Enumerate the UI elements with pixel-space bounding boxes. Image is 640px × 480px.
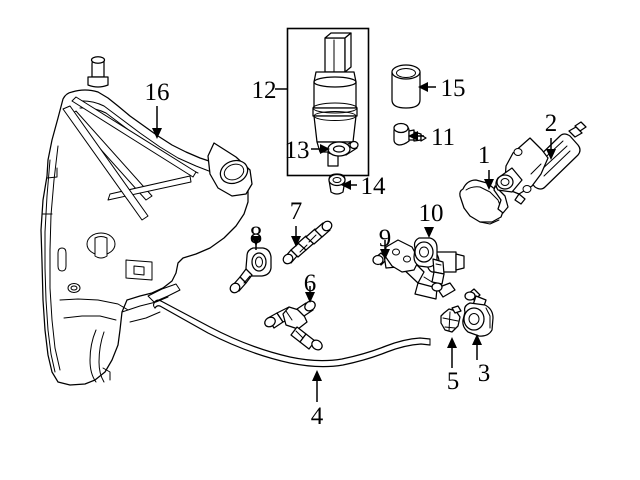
callout-label-7: 7 — [290, 198, 303, 225]
callout-2-leader — [546, 138, 556, 160]
callout-15-leader — [418, 82, 436, 92]
callout-3-leader — [472, 334, 482, 360]
callout-9-leader — [380, 240, 390, 260]
callout-11-leader — [408, 131, 424, 141]
callout-label-11: 11 — [431, 124, 455, 151]
callout-8-leader — [251, 236, 261, 250]
part-16-washer-fluid-reservoir — [40, 56, 253, 386]
callout-label-6: 6 — [304, 270, 317, 297]
part-14-pump-grommet-cap — [328, 173, 346, 195]
part-4-washer-hose — [153, 299, 431, 368]
callout-label-10: 10 — [419, 200, 444, 227]
callout-label-8: 8 — [250, 222, 263, 249]
callout-label-5: 5 — [447, 368, 460, 395]
part-5-hose-retainer-clip — [440, 305, 462, 333]
callout-16-leader — [152, 106, 162, 139]
callout-label-16: 16 — [145, 79, 170, 106]
part-6-tee-connector — [264, 300, 323, 351]
callout-label-9: 9 — [379, 225, 392, 252]
part-12-washer-fluid-pump — [312, 32, 359, 167]
callout-1-leader — [484, 170, 494, 190]
callout-label-2: 2 — [545, 110, 558, 137]
callout-10-leader — [424, 227, 434, 238]
part-12-callout-box — [286, 27, 370, 177]
callout-14-leader — [341, 180, 357, 190]
callout-4-leader — [312, 370, 322, 402]
callout-label-13: 13 — [285, 137, 310, 164]
part-3-washer-nozzle-elbow — [462, 288, 494, 337]
part-7-straight-hose-connector — [282, 220, 333, 265]
part-13-pump-o-ring-seal — [327, 141, 351, 157]
callout-label-3: 3 — [478, 360, 491, 387]
callout-5-leader — [447, 337, 457, 368]
callout-13-leader — [311, 144, 330, 154]
part-8-check-valve — [229, 247, 272, 294]
callout-label-1: 1 — [478, 142, 491, 169]
callout-7-leader — [291, 226, 301, 247]
part-1-washer-nozzle-cover — [459, 179, 509, 225]
part-2-headlamp-washer-telescopic-nozzle — [495, 121, 587, 205]
callout-label-15: 15 — [441, 75, 466, 102]
callout-label-14: 14 — [361, 173, 387, 200]
callout-6-leader — [305, 286, 315, 303]
callout-label-12: 12 — [252, 77, 277, 104]
part-15-mounting-grommet-sleeve — [391, 64, 421, 109]
callout-label-4: 4 — [311, 403, 324, 430]
part-10-elbow-connector — [413, 237, 445, 292]
